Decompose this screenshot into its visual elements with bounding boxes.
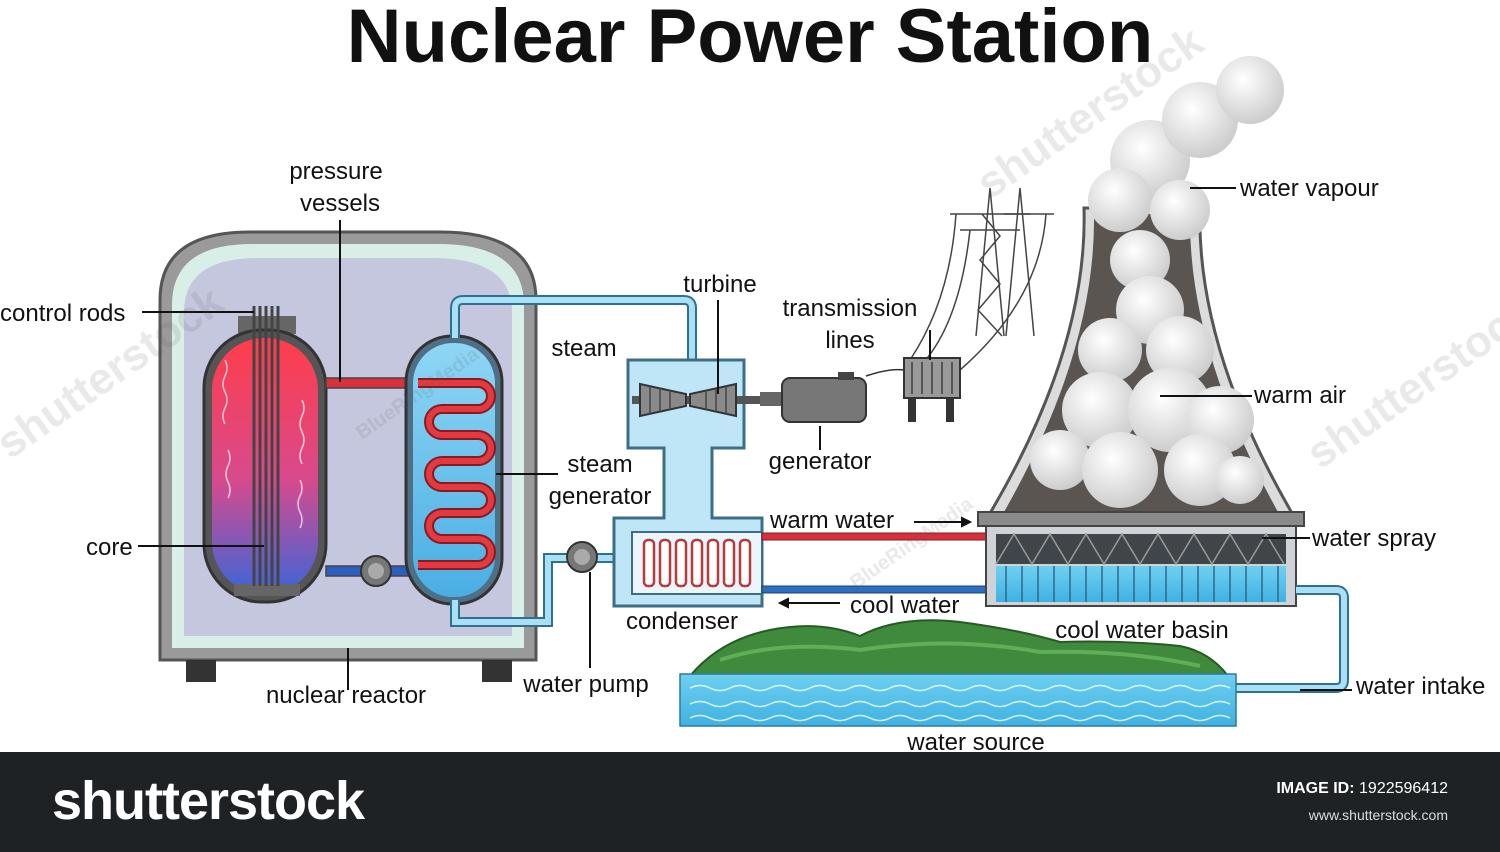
label-core: core [86, 534, 133, 561]
label-turbine: turbine [683, 271, 756, 298]
label-pressure-vessels-line1: pressure [289, 158, 382, 185]
label-steam-generator-line1: steam [567, 451, 632, 478]
warm-water-line [761, 532, 991, 541]
label-transmission-lines-line2: lines [825, 327, 874, 354]
label-water-source: water source [906, 729, 1044, 756]
water-source [679, 673, 1237, 727]
label-control-rods: control rods [0, 300, 125, 327]
hill [687, 619, 1231, 677]
image-id-label: IMAGE ID: [1276, 780, 1355, 797]
shutterstock-logo: shutterstock [52, 771, 365, 831]
steam-cloud [1030, 56, 1284, 508]
site-link[interactable]: www.shutterstock.com [1308, 807, 1448, 823]
label-pressure-vessels-line2: vessels [300, 190, 380, 217]
label-water-pump: water pump [522, 671, 648, 698]
image-id-value: 1922596412 [1359, 780, 1448, 797]
steam-generator [404, 334, 504, 606]
label-warm-water: warm water [769, 507, 894, 534]
label-transmission-lines-line1: transmission [783, 295, 918, 322]
label-condenser: condenser [626, 608, 738, 635]
transmission-tower-icon [909, 187, 1054, 371]
water-pump-icon [566, 541, 598, 573]
generator-icon [760, 372, 867, 423]
label-generator: generator [769, 448, 872, 475]
label-steam-generator-line2: generator [549, 483, 652, 510]
label-water-intake: water intake [1355, 673, 1485, 700]
transformer-icon [865, 357, 961, 422]
page-title: Nuclear Power Station [346, 0, 1154, 79]
label-steam: steam [551, 335, 616, 362]
leader-lines [138, 187, 1352, 691]
turbine-icon [632, 382, 778, 418]
label-cool-water-basin: cool water basin [1055, 617, 1228, 644]
label-nuclear-reactor: nuclear reactor [266, 682, 426, 709]
label-water-spray: water spray [1311, 525, 1436, 552]
condenser-coils [631, 531, 763, 595]
steam-pipe [450, 295, 697, 362]
image-id: IMAGE ID: 1922596412 [1276, 780, 1448, 798]
label-warm-air: warm air [1253, 382, 1346, 409]
water-intake-pipe [1236, 585, 1349, 693]
label-cool-water: cool water [850, 592, 959, 619]
label-water-vapour: water vapour [1239, 175, 1379, 202]
control-rods [252, 306, 280, 586]
footer-bar: shutterstock IMAGE ID: 1922596412 www.sh… [0, 752, 1500, 852]
